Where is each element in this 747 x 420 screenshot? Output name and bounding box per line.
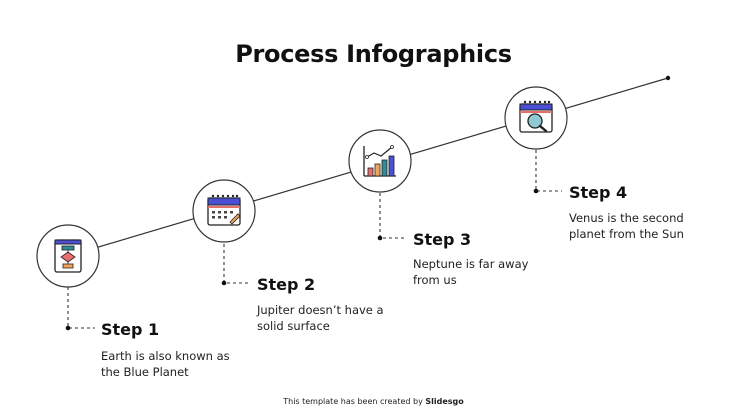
step-3-dot (377, 235, 383, 241)
step-4-title: Step 4 (569, 183, 628, 202)
page-title: Process Infographics (235, 40, 512, 68)
growth-bar-chart-icon (363, 145, 396, 177)
step-1-description: Earth is also known as the Blue Planet (101, 349, 230, 379)
step-1-connector (67, 287, 95, 329)
step-2-connector (223, 244, 250, 284)
step-2-dot (221, 280, 227, 286)
step-2-title: Step 2 (257, 275, 316, 294)
calendar-edit-icon (207, 194, 241, 226)
step-4-dot (533, 188, 539, 194)
step-2-description: Jupiter doesn’t have a solid surface (257, 303, 384, 333)
step-3-circle (348, 129, 412, 193)
browser-search-icon (519, 100, 553, 133)
credit-prefix: This template has been created by (283, 397, 423, 406)
credit-brand: Slidesgo (425, 397, 464, 406)
step-1-title: Step 1 (101, 320, 160, 339)
progress-line-end-dot (665, 75, 671, 81)
step-4-description: Venus is the second planet from the Sun (569, 211, 684, 241)
step-3-title: Step 3 (413, 230, 472, 249)
step-4-connector (535, 150, 562, 192)
credit-line: This template has been created by Slides… (0, 397, 747, 406)
step-1-dot (65, 325, 71, 331)
flowchart-document-icon (54, 239, 82, 273)
step-3-connector (379, 193, 406, 239)
step-3-description: Neptune is far away from us (413, 257, 529, 287)
